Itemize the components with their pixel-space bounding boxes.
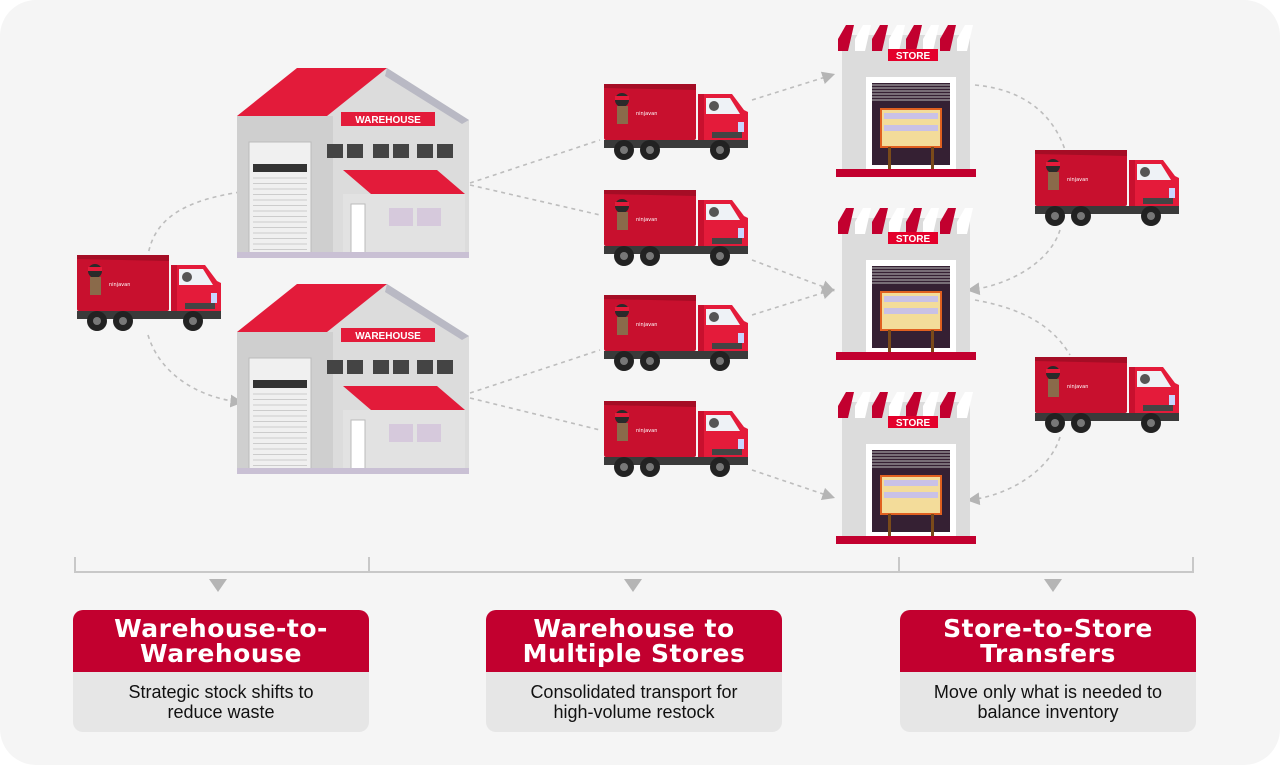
svg-text:ninjavan: ninjavan (636, 322, 657, 328)
truck-mid-2: ninjavan (602, 188, 752, 277)
storefront-icon: STORE (836, 208, 976, 360)
desc-line: reduce waste (167, 702, 275, 722)
delivery-truck-icon: ninjavan (1035, 357, 1179, 433)
arrow-rt1-s2 (966, 229, 1061, 296)
arrow-truck-wh2 (147, 334, 244, 408)
truck-mid-1: ninjavan (602, 82, 752, 171)
arrow-s2-rt2 (974, 299, 1071, 356)
svg-text:WAREHOUSE: WAREHOUSE (355, 331, 421, 342)
arrow-wh1-t1 (469, 139, 601, 184)
desc-line: Move only what is needed to (933, 682, 1163, 702)
desc-line: Consolidated transport for (530, 682, 738, 702)
title-line: Warehouse-to- (114, 614, 328, 643)
arrow-s1-rt1 (974, 84, 1066, 151)
svg-text:ninjavan: ninjavan (1067, 384, 1088, 390)
truck-right-2: ninjavan (1033, 355, 1183, 444)
arrow-rt2-s3 (966, 436, 1061, 506)
title-line: Store-to-Store (943, 614, 1153, 643)
desc-line: high-volume restock (553, 702, 715, 722)
desc-line: balance inventory (977, 702, 1119, 722)
svg-text:ninjavan: ninjavan (636, 428, 657, 434)
delivery-truck-icon: ninjavan (604, 190, 748, 266)
warehouse-building-icon: WAREHOUSE (237, 68, 469, 258)
store-3: STORE (836, 392, 976, 551)
storefront-icon: STORE (836, 25, 976, 177)
arrow-wh2-t3 (469, 349, 601, 394)
arrow-wh1-t2 (469, 184, 601, 216)
svg-text:WAREHOUSE: WAREHOUSE (355, 115, 421, 126)
delivery-truck-icon: ninjavan (604, 84, 748, 160)
truck-mid-4: ninjavan (602, 399, 752, 488)
arrow-wh1-truck (147, 191, 241, 256)
down-arrow-icon (209, 579, 227, 592)
warehouse-2: WAREHOUSE (237, 284, 469, 481)
svg-text:ninjavan: ninjavan (636, 217, 657, 223)
storefront-icon: STORE (836, 392, 976, 544)
title-line: Transfers (980, 639, 1116, 668)
down-arrow-icon (624, 579, 642, 592)
desc-line: Strategic stock shifts to (128, 682, 314, 702)
down-arrow-icon (1044, 579, 1062, 592)
svg-text:ninjavan: ninjavan (109, 282, 130, 288)
delivery-truck-icon: ninjavan (604, 295, 748, 371)
title-line: Warehouse (140, 639, 302, 668)
truck-left: ninjavan (75, 253, 225, 342)
delivery-truck-icon: ninjavan (1035, 150, 1179, 226)
truck-mid-3: ninjavan (602, 293, 752, 382)
arrow-t4-s3 (751, 469, 836, 500)
svg-text:STORE: STORE (896, 51, 931, 62)
delivery-truck-icon: ninjavan (604, 401, 748, 477)
svg-text:ninjavan: ninjavan (636, 111, 657, 117)
arrow-t3-s2 (751, 286, 836, 316)
store-2: STORE (836, 208, 976, 367)
arrow-t1-s1 (751, 71, 836, 101)
arrow-wh2-t4 (469, 397, 601, 431)
svg-text:ninjavan: ninjavan (1067, 177, 1088, 183)
svg-text:STORE: STORE (896, 418, 931, 429)
warehouse-building-icon: WAREHOUSE (237, 284, 469, 474)
delivery-truck-icon: ninjavan (77, 255, 221, 331)
truck-right-1: ninjavan (1033, 148, 1183, 237)
warehouse-1: WAREHOUSE (237, 68, 469, 265)
card-warehouse-to-warehouse: Warehouse-to-Warehouse Strategic stock s… (73, 610, 369, 732)
card-title: Warehouse-to-Warehouse (73, 610, 369, 672)
arrow-t2-s2 (751, 259, 835, 293)
category-bracket (74, 557, 1194, 573)
store-1: STORE (836, 25, 976, 184)
title-line: Multiple Stores (522, 639, 746, 668)
svg-text:STORE: STORE (896, 234, 931, 245)
title-line: Warehouse to (533, 614, 735, 643)
